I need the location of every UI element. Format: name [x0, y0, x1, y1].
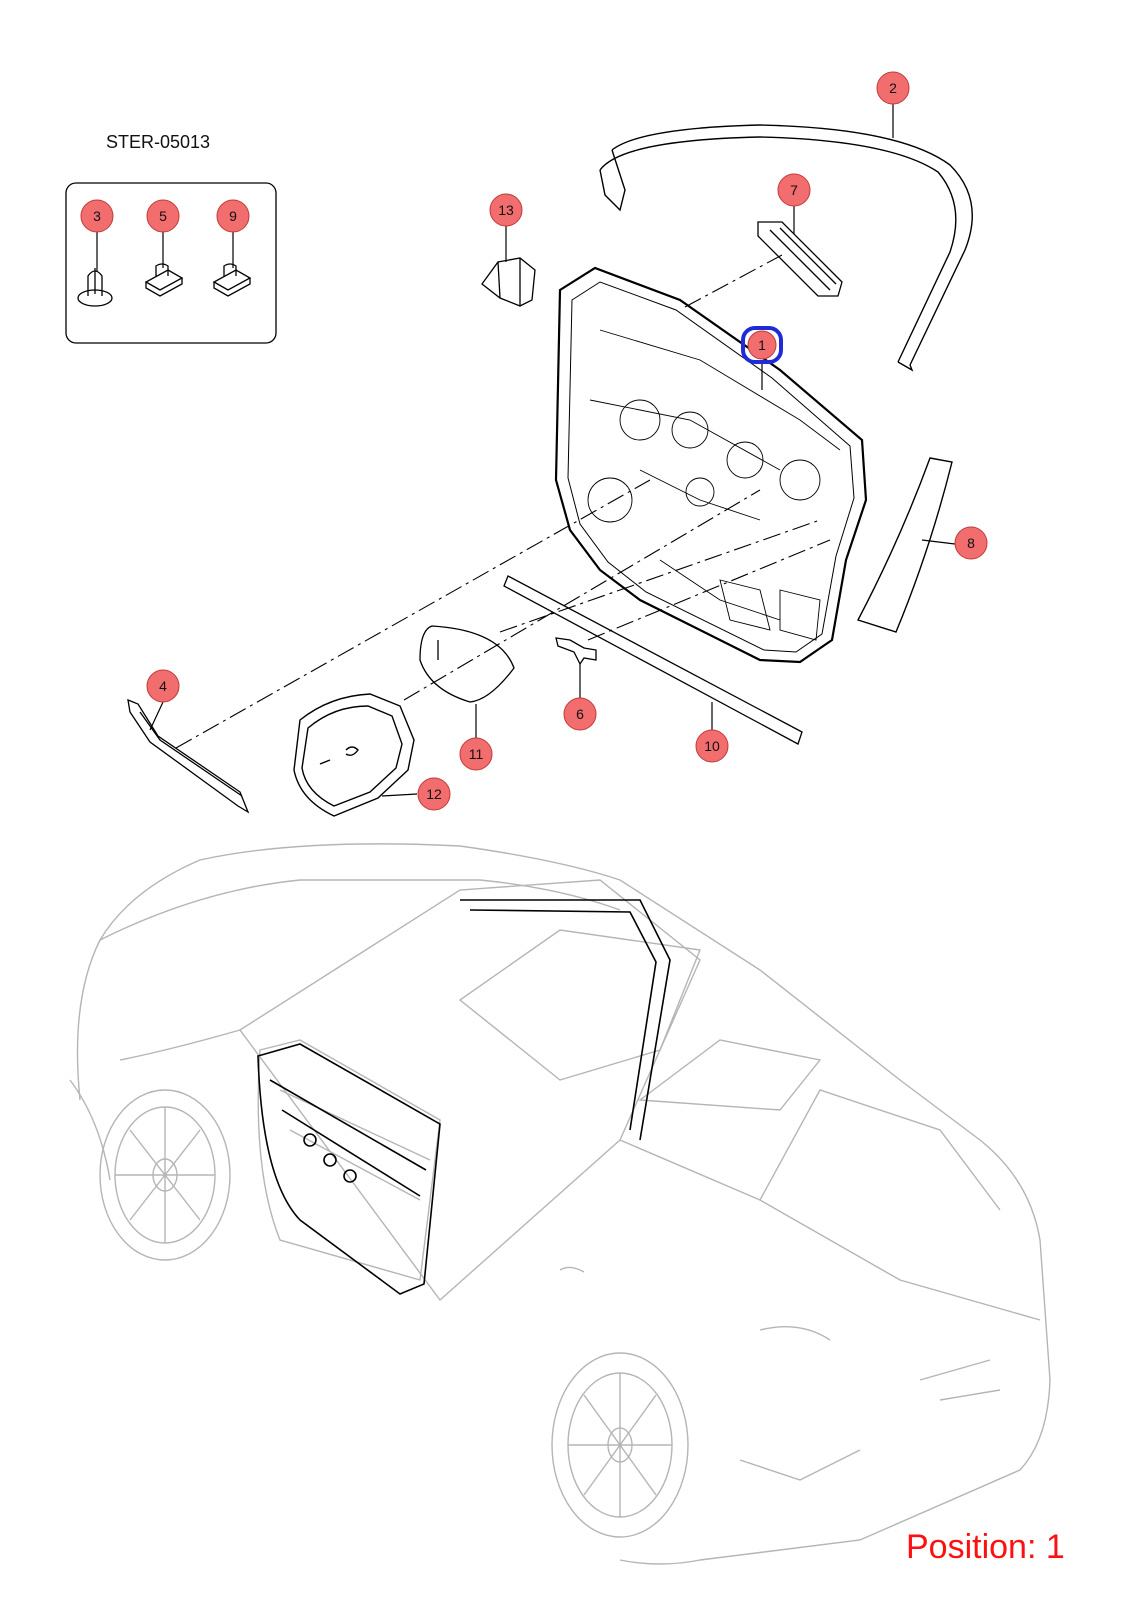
- callout-label: 4: [159, 678, 167, 694]
- handle-bracket-part-7: [757, 221, 843, 297]
- clip-part-9: [212, 263, 252, 297]
- callout-1[interactable]: 1: [741, 326, 783, 364]
- callout-bubble: [80, 199, 114, 233]
- insulation-pad-part-11: [419, 625, 515, 703]
- callout-label: 2: [889, 80, 897, 96]
- callout-bubble: [459, 737, 493, 771]
- highlighted-door-overview: [257, 899, 671, 1295]
- callout-8[interactable]: 8: [954, 526, 988, 560]
- callout-10[interactable]: 10: [695, 729, 729, 763]
- callout-label: 9: [229, 208, 237, 224]
- callout-2[interactable]: 2: [876, 71, 910, 105]
- callout-label: 5: [159, 208, 167, 224]
- callout-bubble: [216, 199, 250, 233]
- callout-label: 3: [93, 208, 101, 224]
- callout-5[interactable]: 5: [146, 199, 180, 233]
- position-label: Position: 1: [906, 1528, 1065, 1566]
- diagram-code: STER-05013: [106, 132, 211, 152]
- callout-11[interactable]: 11: [459, 737, 493, 771]
- callout-bubble: [489, 193, 523, 227]
- callout-bubble: [695, 729, 729, 763]
- clip-part-3: [77, 268, 113, 307]
- pillar-trim-part-8: [856, 457, 953, 633]
- speaker-gasket-part-12: [293, 693, 415, 817]
- callout-bubble: [563, 697, 597, 731]
- callout-7[interactable]: 7: [777, 173, 811, 207]
- door-trim-panel-part-1: [554, 266, 868, 664]
- bracket-part-6: [555, 637, 597, 666]
- callout-bubble: [146, 669, 180, 703]
- callout-label: 10: [704, 738, 720, 754]
- callout-label: 8: [967, 535, 975, 551]
- callout-bubble: [417, 777, 451, 811]
- callout-bubble: [954, 526, 988, 560]
- callout-bubble: [146, 199, 180, 233]
- callout-bubble: [777, 173, 811, 207]
- bracket-part-13: [481, 257, 536, 307]
- callout-label: 6: [576, 706, 584, 722]
- vehicle-overview: [69, 843, 1051, 1565]
- clip-part-5: [144, 263, 184, 297]
- callout-leaders: [96, 104, 956, 797]
- callout-bubble: [876, 71, 910, 105]
- callout-label: 12: [426, 786, 442, 802]
- callout-bubble: [747, 330, 777, 360]
- upper-frame-trim-part-2: [599, 124, 973, 372]
- assembly-lines: [175, 254, 831, 749]
- fastener-inset-box: [65, 182, 277, 344]
- callout-label: 13: [498, 202, 514, 218]
- callout-4[interactable]: 4: [146, 669, 180, 703]
- callout-label: 7: [790, 182, 798, 198]
- callout-3[interactable]: 3: [80, 199, 114, 233]
- support-rail-part-4: [127, 698, 250, 814]
- callout-label: 1: [758, 337, 766, 353]
- callout-13[interactable]: 13: [489, 193, 523, 227]
- callout-label: 11: [469, 746, 484, 762]
- callout-9[interactable]: 9: [216, 199, 250, 233]
- waist-seal-part-10: [503, 575, 803, 745]
- callout-12[interactable]: 12: [417, 777, 451, 811]
- selected-callout-ring: [741, 326, 783, 364]
- callout-6[interactable]: 6: [563, 697, 597, 731]
